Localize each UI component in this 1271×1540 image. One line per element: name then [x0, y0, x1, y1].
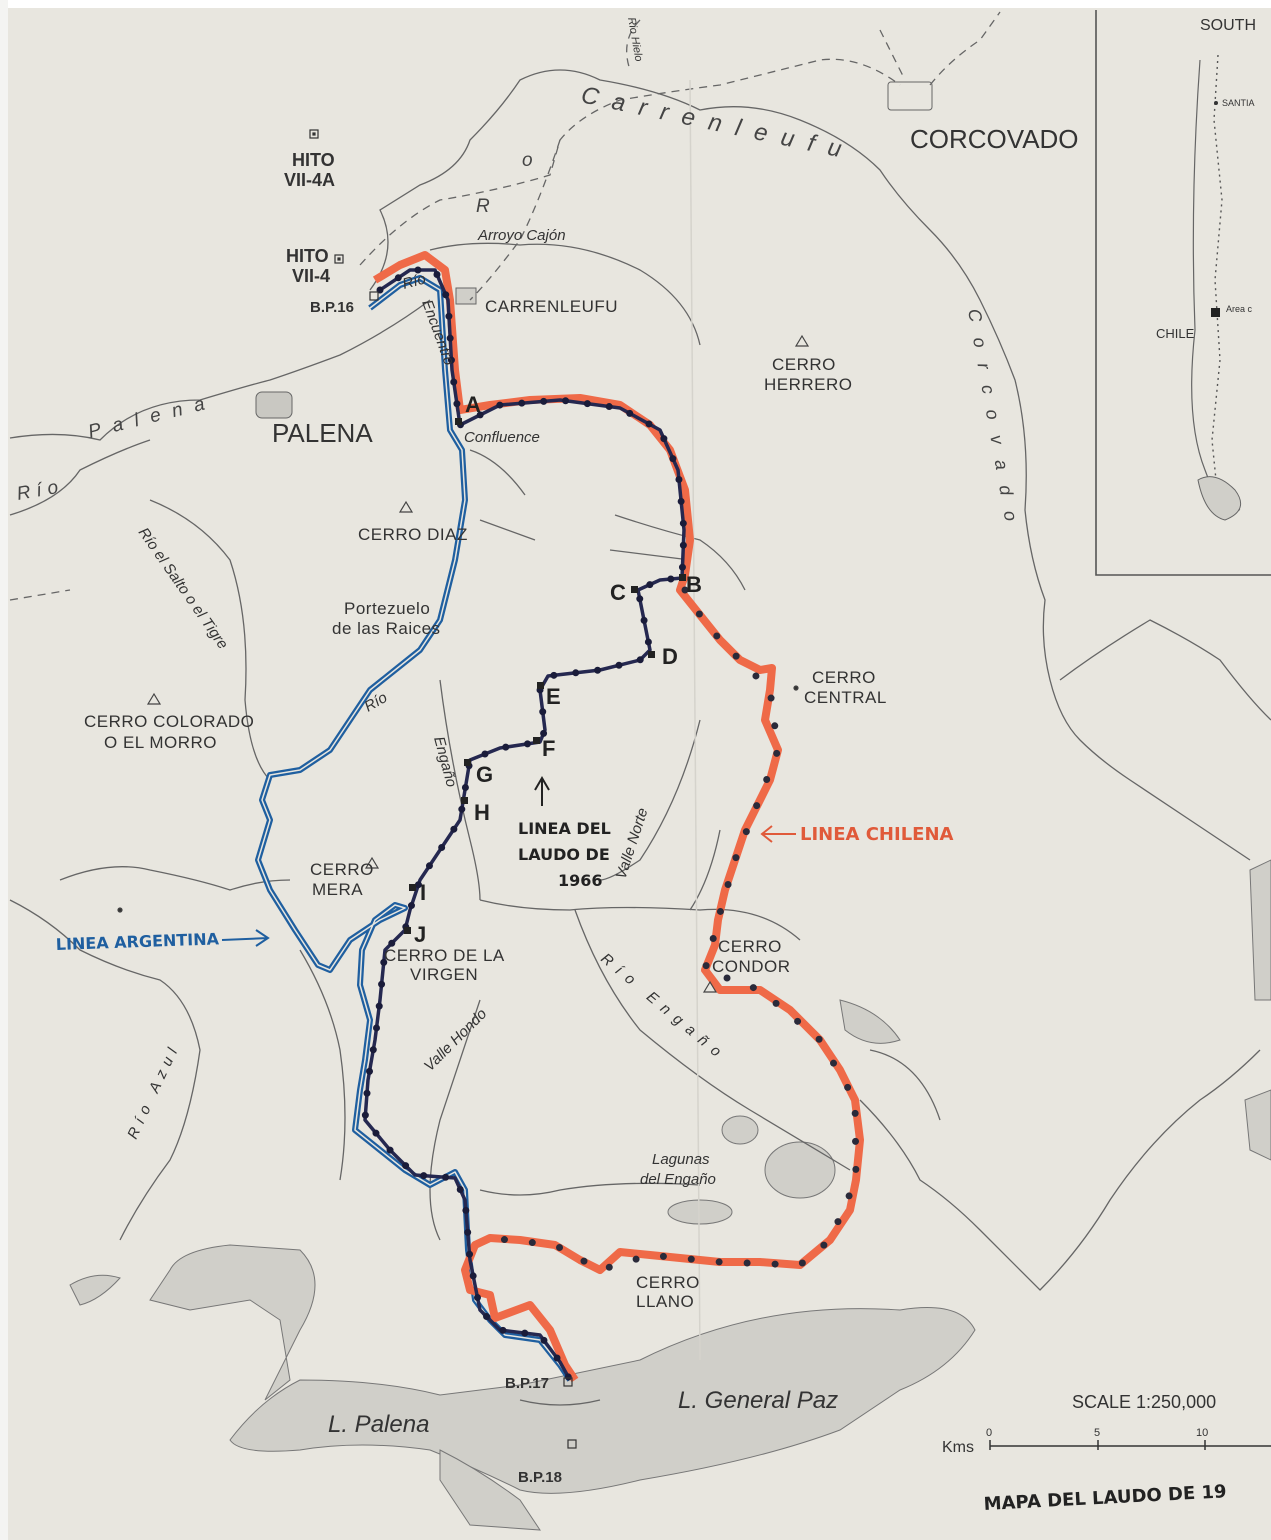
- peak-icons: [117, 334, 810, 993]
- label-chile: CHILE: [1156, 326, 1195, 341]
- place-labels: CORCOVADO PALENA CARRENLEUFU CERRO HERRE…: [84, 17, 1256, 1438]
- label-cerro-mera-1: CERRO: [310, 860, 374, 879]
- point-h: H: [474, 800, 490, 825]
- label-cerro-llano-2: LLANO: [636, 1292, 694, 1311]
- label-cerro-virgen-2: VIRGEN: [410, 965, 478, 984]
- label-corcovado: CORCOVADO: [910, 124, 1079, 154]
- label-south: SOUTH: [1200, 17, 1256, 34]
- point-b: B: [686, 572, 702, 597]
- label-bp16: B.P.16: [310, 299, 354, 316]
- label-cerro-virgen-1: CERRO DE LA: [384, 946, 505, 965]
- point-g: G: [476, 762, 493, 787]
- point-a: A: [465, 392, 481, 417]
- label-cerro-herrero-2: HERRERO: [764, 375, 853, 394]
- label-area: Area c: [1226, 304, 1253, 314]
- scale-tick-10: 10: [1196, 1427, 1208, 1439]
- label-hito-vii4a-2: VII-4A: [284, 170, 335, 190]
- inset-map: [1095, 10, 1271, 576]
- point-j: J: [414, 922, 426, 947]
- point-markers: [404, 418, 686, 934]
- label-lagunas-1: Lagunas: [652, 1151, 710, 1168]
- dashed-borders: [9, 11, 1001, 601]
- label-cerro-mera-2: MERA: [312, 880, 363, 899]
- lakes: [69, 81, 1271, 1531]
- label-cerro-diaz: CERRO DIAZ: [358, 525, 468, 544]
- arrow-laudo-icon: [534, 776, 550, 806]
- area-square-icon: [1211, 308, 1220, 317]
- label-hito-vii4-2: VII-4: [292, 266, 330, 286]
- label-cerro-herrero-1: CERRO: [772, 355, 836, 374]
- label-hito-vii4-1: HITO: [286, 246, 329, 266]
- label-l-palena: L. Palena: [328, 1411, 429, 1438]
- hito-markers: [309, 129, 577, 1449]
- label-bp17: B.P.17: [505, 1375, 549, 1392]
- river-rio-1: R: [476, 196, 496, 217]
- label-cerro-colorado-2: O EL MORRO: [104, 733, 217, 752]
- annotation-laudo-1: LINEA DEL: [518, 819, 611, 838]
- argentine-line: [255, 275, 573, 1382]
- annotation-laudo-2: LAUDO DE: [518, 845, 610, 864]
- label-cerro-llano-1: CERRO: [636, 1273, 700, 1292]
- scale-tick-0: 0: [986, 1427, 992, 1439]
- point-i: I: [420, 880, 426, 905]
- label-cerro-condor-1: CERRO: [718, 937, 782, 956]
- point-letters: A B C D E F G H I J: [414, 392, 702, 947]
- river-rio-3: o: [522, 150, 539, 171]
- label-confluence: Confluence: [464, 429, 540, 446]
- rivers: [9, 69, 1271, 1406]
- scale-units: Kms: [942, 1439, 974, 1456]
- scale-label: SCALE 1:250,000: [1072, 1392, 1216, 1412]
- label-cerro-condor-2: CONDOR: [712, 957, 791, 976]
- river-encuentro-1: Río: [401, 270, 428, 292]
- label-lagunas-2: del Engaño: [640, 1171, 716, 1188]
- label-cerro-central-1: CERRO: [812, 668, 876, 687]
- label-cerro-central-2: CENTRAL: [804, 688, 887, 707]
- arrow-argentina-icon: [221, 929, 270, 947]
- label-carrenleufu: CARRENLEUFU: [485, 297, 618, 316]
- point-d: D: [662, 644, 678, 669]
- point-c: C: [610, 580, 626, 605]
- river-arroyo-cajon: Arroyo Cajón: [477, 227, 566, 244]
- label-cerro-colorado-1: CERRO COLORADO: [84, 712, 254, 731]
- annotation-linea-chilena: LINEA CHILENA: [800, 824, 954, 845]
- scale-tick-5: 5: [1094, 1427, 1100, 1439]
- label-portezuelo-1: Portezuelo: [344, 599, 430, 618]
- scale-bar: SCALE 1:250,000 Kms 0 5 10: [942, 1392, 1271, 1456]
- laudo-line: [361, 266, 688, 1384]
- arrow-chilena-icon: [760, 825, 796, 843]
- point-e: E: [546, 684, 561, 709]
- label-l-general-paz: L. General Paz: [678, 1387, 838, 1414]
- label-portezuelo-2: de las Raices: [332, 619, 441, 638]
- annotation-laudo-3: 1966: [558, 871, 603, 890]
- label-santiago: SANTIA: [1222, 98, 1255, 108]
- point-f: F: [542, 736, 555, 761]
- label-hito-vii4a-1: HITO: [292, 150, 335, 170]
- label-bp18: B.P.18: [518, 1469, 562, 1486]
- label-palena: PALENA: [272, 418, 373, 448]
- marker-labels: HITO VII-4A HITO VII-4 B.P.16 B.P.17 B.P…: [284, 150, 562, 1486]
